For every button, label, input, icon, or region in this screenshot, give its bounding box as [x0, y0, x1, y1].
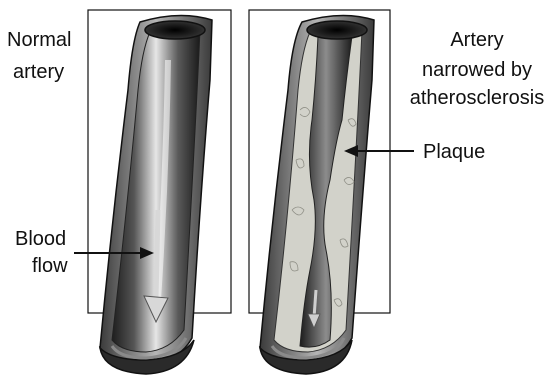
blood-flow-label-line1: Blood [15, 228, 66, 250]
narrowed-artery-label-line1: Artery [450, 29, 503, 51]
normal-artery-label-line2: artery [13, 61, 64, 83]
narrowed-artery-label-line2: narrowed by [422, 59, 532, 81]
blood-flow-label-line2: flow [32, 255, 68, 277]
normal-artery-label-line1: Normal [7, 29, 71, 51]
plaque-label: Plaque [423, 141, 485, 163]
narrowed-artery-label-line3: atherosclerosis [410, 87, 545, 109]
